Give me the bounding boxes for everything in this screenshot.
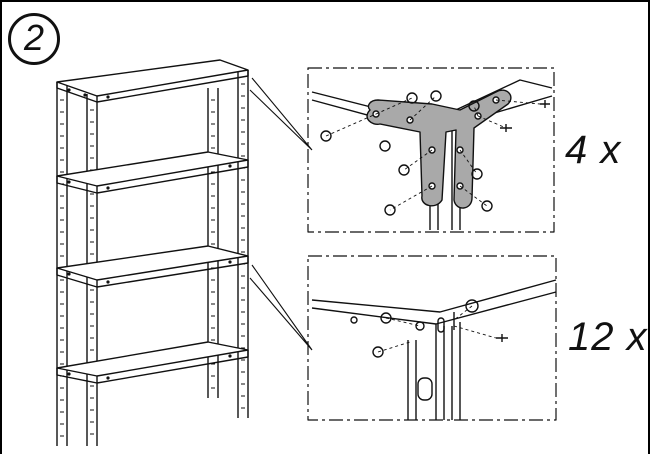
page-border-top xyxy=(0,0,650,2)
leader-line-top xyxy=(249,77,313,151)
shelving-unit-illustration xyxy=(56,59,249,446)
quantity-label-corner-plates: 4 x xyxy=(565,128,622,172)
page-border-left xyxy=(0,0,2,454)
step-badge: 2 xyxy=(8,13,60,65)
quantity-label-shelf-bolts: 12 x xyxy=(568,315,648,359)
step-number: 2 xyxy=(23,17,45,58)
page-border-right xyxy=(648,0,650,454)
corner-plate-detail-box xyxy=(307,67,555,233)
leader-line-bottom xyxy=(249,264,313,351)
shelf-bolt-detail-box xyxy=(307,255,557,421)
